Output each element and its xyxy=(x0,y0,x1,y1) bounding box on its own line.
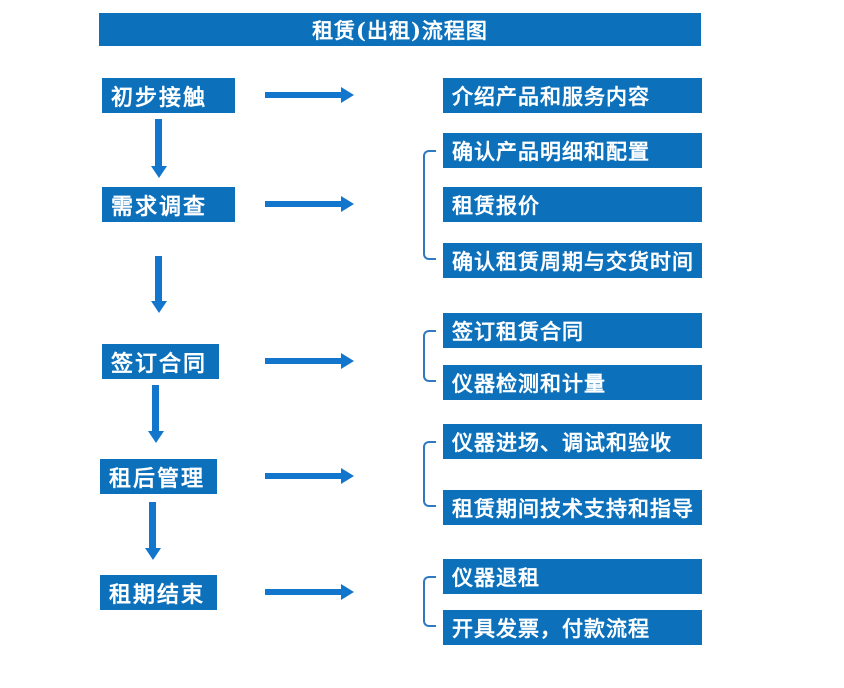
group-bracket-1 xyxy=(423,150,436,260)
group-bracket-4 xyxy=(423,576,436,627)
step-box-post-rental-management: 租后管理 xyxy=(100,459,217,494)
detail-box-instrument-testing-calibration: 仪器检测和计量 xyxy=(443,365,702,400)
step-box-initial-contact: 初步接触 xyxy=(102,78,235,113)
down-arrow-2 xyxy=(155,256,162,301)
right-arrow-1 xyxy=(265,92,341,98)
group-bracket-3 xyxy=(423,441,436,507)
detail-box-rental-technical-support: 租赁期间技术支持和指导 xyxy=(443,490,702,525)
detail-box-instrument-return: 仪器退租 xyxy=(443,559,702,594)
step-box-rental-period-end: 租期结束 xyxy=(100,575,217,610)
right-arrow-3 xyxy=(265,358,341,364)
flowchart-title: 租赁(出租)流程图 xyxy=(99,13,701,46)
right-arrow-2 xyxy=(265,201,341,207)
detail-box-invoice-payment-process: 开具发票，付款流程 xyxy=(443,610,702,645)
detail-box-sign-rental-contract: 签订租赁合同 xyxy=(443,313,702,348)
detail-box-introduce-product-services: 介绍产品和服务内容 xyxy=(443,78,702,113)
detail-box-rental-quote: 租赁报价 xyxy=(443,187,702,222)
down-arrow-3 xyxy=(152,385,159,431)
down-arrow-4 xyxy=(149,502,156,548)
step-box-demand-survey: 需求调查 xyxy=(102,187,235,222)
step-box-sign-contract: 签订合同 xyxy=(102,344,219,379)
detail-box-confirm-product-details-config: 确认产品明细和配置 xyxy=(443,133,702,168)
right-arrow-4 xyxy=(265,473,341,479)
down-arrow-1 xyxy=(155,119,162,166)
right-arrow-5 xyxy=(265,589,341,595)
detail-box-confirm-rental-period-delivery: 确认租赁周期与交货时间 xyxy=(443,243,702,278)
group-bracket-2 xyxy=(423,330,436,382)
detail-box-instrument-arrival-debug-acceptance: 仪器进场、调试和验收 xyxy=(443,424,702,459)
